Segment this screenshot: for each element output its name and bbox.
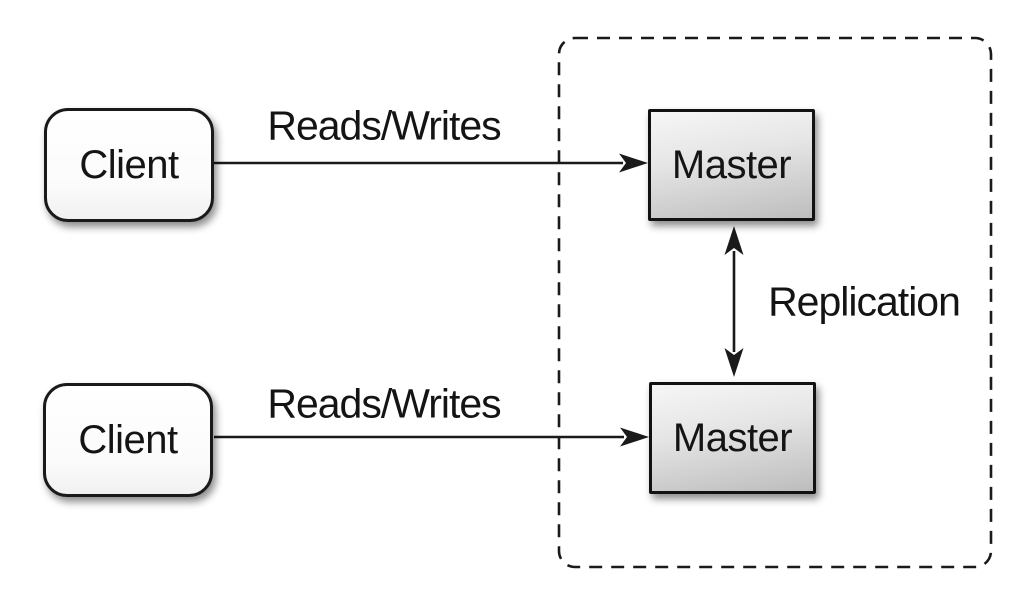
master-node-bottom: Master [649,382,816,494]
client-node-top: Client [44,108,214,222]
arrow-reads-writes-top [214,153,648,173]
arrowhead-down-icon [724,348,744,377]
master-node-top: Master [648,109,815,221]
edge-label-replication: Replication [768,278,961,325]
arrow-reads-writes-bottom [214,427,649,447]
arrowhead-right-icon [619,153,648,173]
edge-label-reads-writes-bottom: Reads/Writes [267,380,501,427]
master-node-bottom-label: Master [672,415,793,460]
arrow-replication [724,226,744,377]
client-node-top-label: Client [79,142,179,187]
master-node-top-label: Master [671,142,792,187]
arrowhead-up-icon [724,226,744,255]
client-node-bottom: Client [43,383,213,497]
client-node-bottom-label: Client [78,417,178,462]
edge-label-reads-writes-top: Reads/Writes [267,102,501,149]
arrowhead-right-icon [620,427,649,447]
